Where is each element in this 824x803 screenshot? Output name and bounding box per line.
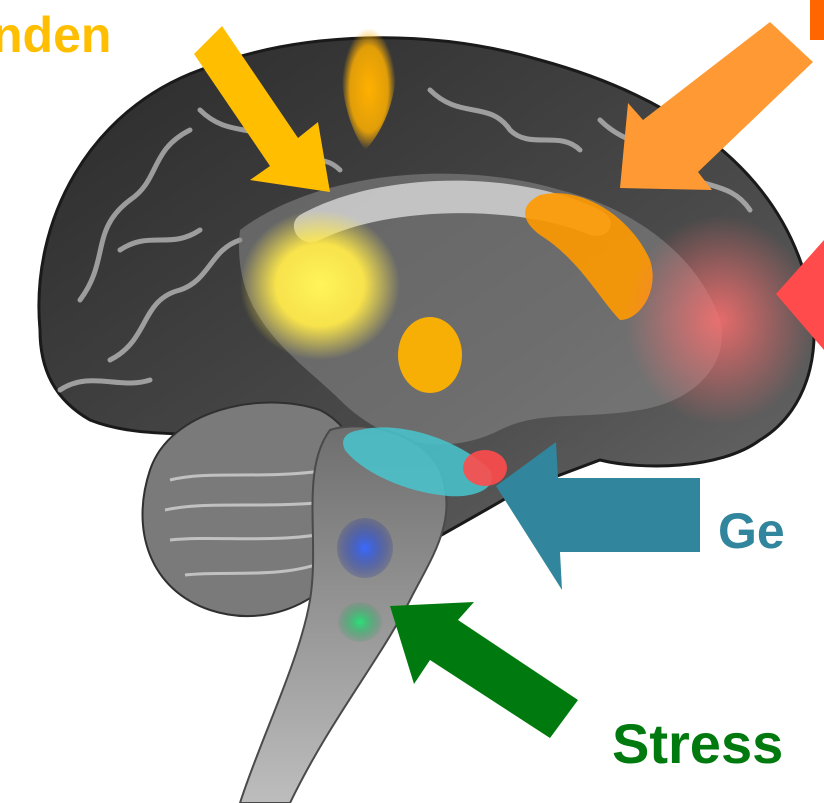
label-top-right-fragment <box>810 0 824 40</box>
label-bottom: Stress <box>612 716 783 772</box>
label-top-left: nden <box>0 10 111 60</box>
label-right-mid: Ge <box>718 506 785 556</box>
arrow-icon <box>390 602 578 738</box>
